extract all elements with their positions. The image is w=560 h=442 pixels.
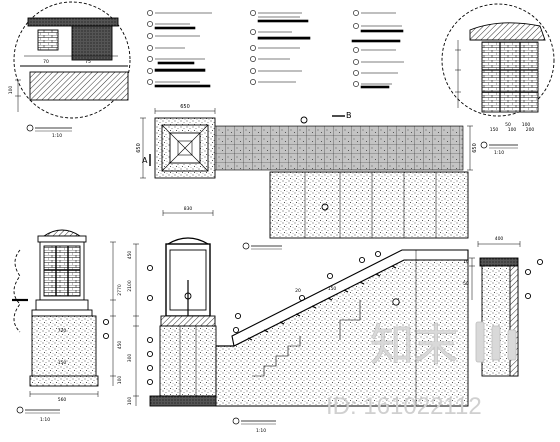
detail-circle-left [13,1,131,119]
pillar-side-dim-2: 450 [117,341,123,350]
detail-left-dim-b: 100 [8,86,14,95]
detail-circle-right [441,3,555,117]
plan-width-dim: 650 [180,104,190,110]
pillar-scale: 1:10 [40,417,50,423]
right-section-side-dim: 50 [463,281,469,287]
section-mark-a: A [142,156,148,165]
pillar-mid-dim: 150 [58,360,67,366]
notes-column-1 [147,10,212,88]
lamp-title [232,417,276,425]
lamp-scale: 1:10 [256,428,266,434]
detail-right-scale: 1:10 [494,150,504,156]
detail-right-dim-e: 200 [526,127,535,133]
notes-block [147,10,404,89]
lamp-width-dim: 830 [184,206,193,212]
watermark-logo-text: 知末 [370,320,458,371]
plan-side-dim: 650 [472,143,478,153]
plan-view [140,108,473,179]
wall-elevation-title [242,242,282,250]
notes-column-3 [351,10,404,89]
lamp-side-dim-2: 2100 [127,280,133,292]
detail-right-title [480,141,518,149]
detail-right-dim-b: 100 [522,122,531,128]
lamp-side-dim-3: 300 [127,354,133,363]
detail-right-dim-c: 150 [490,127,499,133]
section-mark-b: B [346,111,352,120]
stair-dim-top: 20 [295,288,301,294]
watermark-logo-mark [475,321,517,363]
notes-column-2 [250,10,311,85]
right-section-width-dim: 400 [495,236,504,242]
stair-dim-mid: 150 [328,286,337,292]
stair-section [215,249,469,407]
detail-left-dim-a: 70 [43,59,49,65]
watermark-id-text: ID: 161022112 [326,393,482,420]
pillar-side-dim-3: 100 [117,376,123,385]
detail-left-scale: 1:10 [52,133,62,139]
watermark: 知末 ID: 161022112 [326,320,517,420]
pillar-top-dim: 720 [58,328,67,334]
detail-left-title [26,124,72,132]
wall-elevation [269,171,469,239]
plan-height-dim: 650 [136,143,142,153]
detail-right-dim-a: 50 [505,122,511,128]
lamp-side-dim-4: 100 [127,397,133,406]
detail-left-dim-c: 75 [85,59,91,65]
right-section-top-dim: 10 [463,259,469,265]
detail-right-dim-d: 100 [508,127,517,133]
lamp-pillar [12,229,116,397]
lamp-side-dim-1: 450 [127,251,133,260]
lamp-section [133,210,240,407]
pillar-base-dim: 560 [58,397,67,403]
pillar-side-dim-1: 2770 [117,284,123,296]
pillar-title [16,406,60,414]
